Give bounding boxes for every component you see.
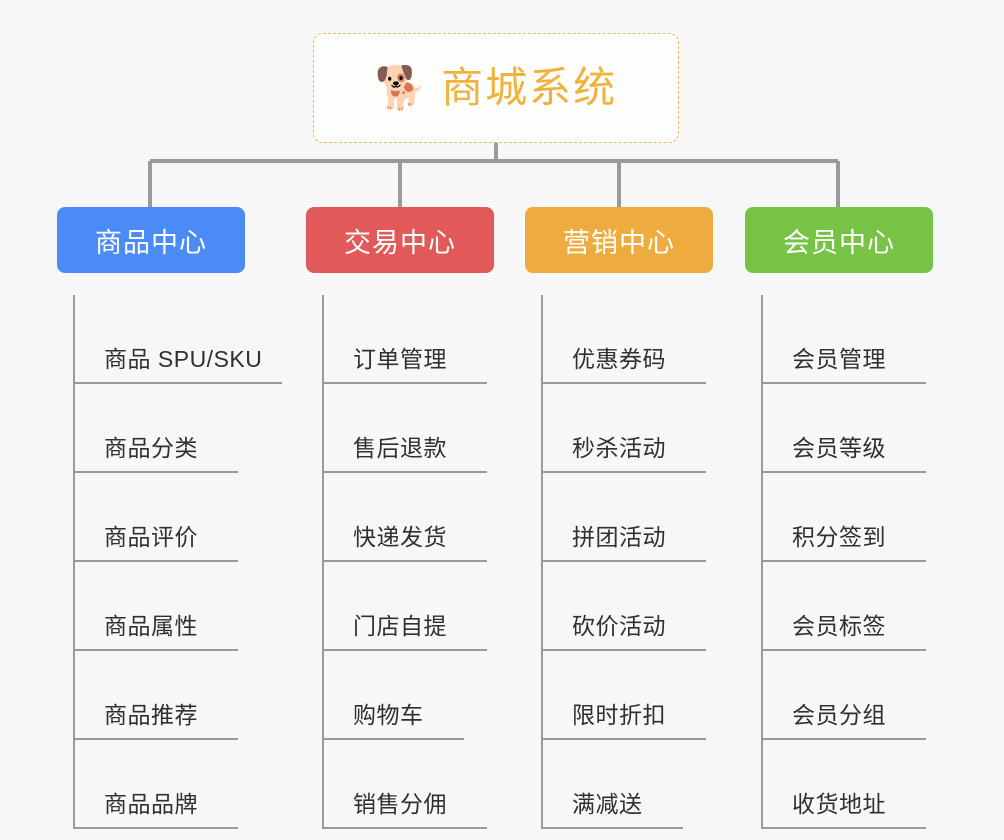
leaf-item[interactable]: 优惠券码 [541, 295, 713, 384]
leaf-label: 商品推荐 [104, 702, 198, 728]
branch-header-label-2: 营销中心 [563, 227, 675, 258]
leaf-item[interactable]: 商品 SPU/SKU [73, 295, 282, 384]
branch-column-3: 会员中心 会员管理 会员等级 积分签到 会员标签 会员分组 [745, 207, 933, 829]
leaf-underline [541, 738, 706, 740]
leaf-spine-2 [541, 295, 543, 829]
leaf-item[interactable]: 快递发货 [322, 473, 494, 562]
leaf-item[interactable]: 满减送 [541, 740, 713, 829]
leaf-underline [73, 827, 238, 829]
leaf-item[interactable]: 商品分类 [73, 384, 245, 473]
leaf-label: 订单管理 [353, 346, 447, 372]
leaf-list-0: 商品 SPU/SKU 商品分类 商品评价 商品属性 商品推荐 商品品牌 [57, 295, 282, 829]
leaf-item[interactable]: 砍价活动 [541, 562, 713, 651]
leaf-label: 会员等级 [792, 435, 886, 461]
leaf-underline [73, 560, 238, 562]
leaf-label: 商品 SPU/SKU [104, 346, 263, 372]
leaf-list-2: 优惠券码 秒杀活动 拼团活动 砍价活动 限时折扣 满减送 [525, 295, 713, 829]
leaf-label: 销售分佣 [353, 791, 447, 817]
leaf-item[interactable]: 商品品牌 [73, 740, 245, 829]
leaf-underline [541, 560, 706, 562]
leaf-underline [761, 471, 926, 473]
root-title: 商城系统 [441, 64, 618, 111]
leaf-item[interactable]: 积分签到 [761, 473, 933, 562]
leaf-underline [541, 382, 706, 384]
leaf-underline [322, 649, 487, 651]
leaf-label: 会员管理 [792, 346, 886, 372]
leaf-label: 商品属性 [104, 613, 198, 639]
leaf-label: 拼团活动 [572, 524, 666, 550]
branch-header-2[interactable]: 营销中心 [525, 207, 713, 273]
root-node[interactable]: 🐕 商城系统 [313, 33, 679, 143]
leaf-item[interactable]: 门店自提 [322, 562, 494, 651]
leaf-underline [322, 382, 487, 384]
branch-header-label-0: 商品中心 [95, 227, 207, 258]
leaf-list-1: 订单管理 售后退款 快递发货 门店自提 购物车 销售分佣 [306, 295, 494, 829]
leaf-underline [73, 471, 238, 473]
leaf-label: 限时折扣 [572, 702, 666, 728]
leaf-item[interactable]: 会员分组 [761, 651, 933, 740]
leaf-underline [322, 738, 464, 740]
leaf-item[interactable]: 会员管理 [761, 295, 933, 384]
leaf-label: 砍价活动 [572, 613, 666, 639]
branch-column-0: 商品中心 商品 SPU/SKU 商品分类 商品评价 商品属性 商品推荐 [57, 207, 282, 829]
leaf-underline [73, 738, 238, 740]
leaf-underline [761, 382, 926, 384]
leaf-underline [761, 827, 926, 829]
leaf-label: 积分签到 [792, 524, 886, 550]
leaf-underline [541, 471, 706, 473]
leaf-label: 门店自提 [353, 613, 447, 639]
leaf-item[interactable]: 售后退款 [322, 384, 494, 473]
leaf-item[interactable]: 商品推荐 [73, 651, 245, 740]
leaf-label: 快递发货 [353, 524, 447, 550]
leaf-underline [761, 738, 926, 740]
leaf-item[interactable]: 会员标签 [761, 562, 933, 651]
branch-header-label-3: 会员中心 [783, 227, 895, 258]
leaf-underline [322, 827, 487, 829]
leaf-underline [73, 382, 282, 384]
leaf-item[interactable]: 秒杀活动 [541, 384, 713, 473]
leaf-underline [761, 649, 926, 651]
branch-column-2: 营销中心 优惠券码 秒杀活动 拼团活动 砍价活动 限时折扣 [525, 207, 713, 829]
leaf-underline [322, 560, 487, 562]
leaf-label: 商品评价 [104, 524, 198, 550]
leaf-item[interactable]: 会员等级 [761, 384, 933, 473]
leaf-spine-1 [322, 295, 324, 829]
branch-header-0[interactable]: 商品中心 [57, 207, 245, 273]
branch-header-label-1: 交易中心 [344, 227, 456, 258]
leaf-item[interactable]: 订单管理 [322, 295, 494, 384]
leaf-label: 收货地址 [792, 791, 886, 817]
leaf-underline [541, 649, 706, 651]
leaf-spine-3 [761, 295, 763, 829]
leaf-item[interactable]: 拼团活动 [541, 473, 713, 562]
leaf-spine-0 [73, 295, 75, 829]
leaf-label: 秒杀活动 [572, 435, 666, 461]
branch-column-1: 交易中心 订单管理 售后退款 快递发货 门店自提 购物车 [306, 207, 494, 829]
branch-header-1[interactable]: 交易中心 [306, 207, 494, 273]
leaf-label: 满减送 [572, 791, 643, 817]
leaf-item[interactable]: 商品属性 [73, 562, 245, 651]
leaf-label: 售后退款 [353, 435, 447, 461]
leaf-label: 会员标签 [792, 613, 886, 639]
leaf-item[interactable]: 销售分佣 [322, 740, 494, 829]
leaf-item[interactable]: 购物车 [322, 651, 494, 740]
leaf-underline [541, 827, 683, 829]
leaf-list-3: 会员管理 会员等级 积分签到 会员标签 会员分组 收货地址 [745, 295, 933, 829]
leaf-label: 优惠券码 [572, 346, 666, 372]
leaf-item[interactable]: 商品评价 [73, 473, 245, 562]
leaf-label: 会员分组 [792, 702, 886, 728]
leaf-item[interactable]: 收货地址 [761, 740, 933, 829]
leaf-underline [73, 649, 238, 651]
leaf-label: 购物车 [353, 702, 424, 728]
leaf-label: 商品品牌 [104, 791, 198, 817]
leaf-label: 商品分类 [104, 435, 198, 461]
leaf-underline [761, 560, 926, 562]
branch-header-3[interactable]: 会员中心 [745, 207, 933, 273]
shiba-dog-face-icon: 🐕 [374, 64, 428, 111]
leaf-item[interactable]: 限时折扣 [541, 651, 713, 740]
leaf-underline [322, 471, 487, 473]
